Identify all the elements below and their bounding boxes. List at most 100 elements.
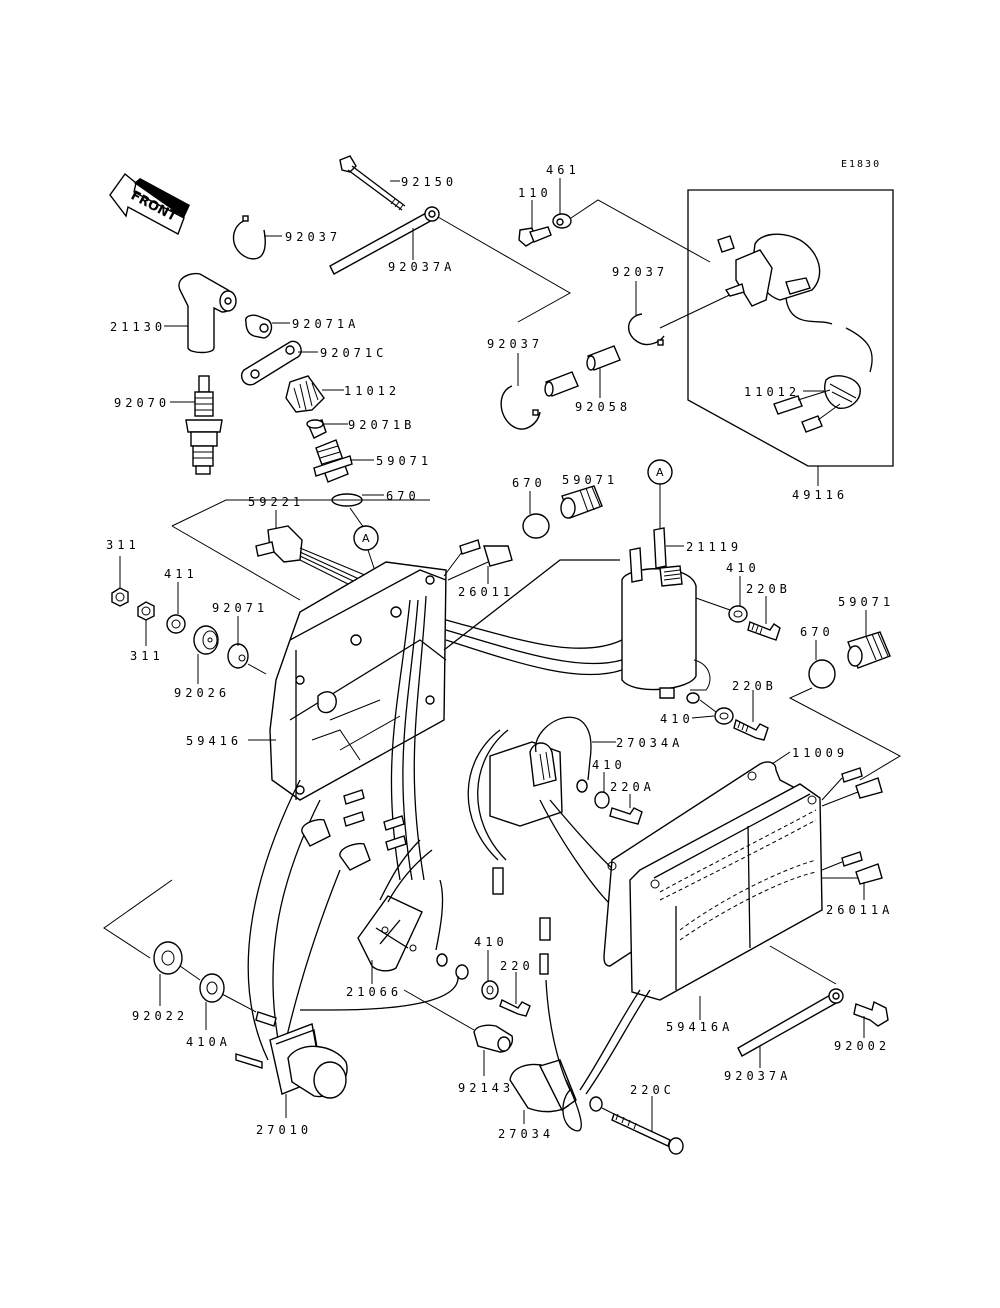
washer-410A[interactable] <box>199 973 225 1003</box>
label-410-d: 410 <box>474 935 508 949</box>
label-92071C: 92071C <box>320 346 387 360</box>
label-220C: 220C <box>630 1083 675 1097</box>
front-arrow-icon: FRONT <box>109 172 190 235</box>
label-92143: 92143 <box>458 1081 514 1095</box>
grommet-92026[interactable] <box>193 625 219 655</box>
label-59071-c: 59071 <box>838 595 894 609</box>
diagram-code: E1830 <box>841 159 881 170</box>
label-410A: 410A <box>186 1035 231 1049</box>
cover-59416A[interactable] <box>629 783 823 1001</box>
fitting-59071-b[interactable] <box>560 485 603 519</box>
bolt-220[interactable] <box>499 999 531 1017</box>
terminal-26011A[interactable] <box>821 767 883 885</box>
connector-59221[interactable] <box>255 525 373 593</box>
clamp-92037[interactable] <box>232 215 266 260</box>
label-220: 220 <box>500 959 534 973</box>
svg-text:A: A <box>362 532 370 545</box>
ignition-coil-21119[interactable] <box>621 527 711 704</box>
spark-plug-92070[interactable] <box>185 375 223 475</box>
tie-band-92037A-b[interactable] <box>737 988 844 1057</box>
bolt-220B-a[interactable] <box>747 621 781 641</box>
label-92037-c: 92037 <box>612 265 668 279</box>
label-110: 110 <box>518 186 552 200</box>
bolt-92150[interactable] <box>339 155 406 211</box>
label-11009: 11009 <box>792 746 848 760</box>
label-311-a: 311 <box>106 538 140 552</box>
bolt-92002[interactable] <box>853 1000 889 1027</box>
label-92070: 92070 <box>114 396 170 410</box>
label-92071B: 92071B <box>348 418 415 432</box>
washer-410-a[interactable] <box>728 605 748 623</box>
grommet-92071[interactable] <box>227 643 267 675</box>
sleeve-92143[interactable] <box>473 1024 514 1053</box>
label-59416A: 59416A <box>666 1020 733 1034</box>
label-92037-a: 92037 <box>285 230 341 244</box>
fuel-pump-assembly-49116[interactable] <box>687 189 894 467</box>
label-92002: 92002 <box>834 1039 890 1053</box>
terminal-26011[interactable] <box>443 539 513 581</box>
label-21119: 21119 <box>686 540 742 554</box>
callout-a-right: A <box>647 459 673 530</box>
washer-92022[interactable] <box>153 941 183 975</box>
label-92022: 92022 <box>132 1009 188 1023</box>
plug-cap-21130[interactable] <box>178 272 237 354</box>
label-11012-a: 11012 <box>344 384 400 398</box>
label-220B-a: 220B <box>746 582 791 596</box>
label-92150: 92150 <box>401 175 457 189</box>
svg-text:A: A <box>656 466 664 479</box>
grommet-92071B[interactable] <box>306 419 327 439</box>
label-27010: 27010 <box>256 1123 312 1137</box>
bullet-connectors <box>301 789 551 975</box>
label-92026: 92026 <box>174 686 230 700</box>
nut-11012[interactable] <box>285 375 325 413</box>
clamp-92037-c[interactable] <box>628 313 665 346</box>
plate-92071C[interactable] <box>240 340 302 386</box>
clamp-92037-b[interactable] <box>500 385 541 430</box>
label-59071-a: 59071 <box>376 454 432 468</box>
label-461: 461 <box>546 163 580 177</box>
washer-461[interactable] <box>552 213 572 229</box>
bolt-220C[interactable] <box>601 1107 684 1155</box>
label-92037A-b: 92037A <box>724 1069 791 1083</box>
label-92037-b: 92037 <box>487 337 543 351</box>
starter-relay-27010[interactable] <box>235 1011 348 1099</box>
label-92071: 92071 <box>212 601 268 615</box>
label-59416: 59416 <box>186 734 242 748</box>
rectifier-21066[interactable] <box>300 839 469 1011</box>
label-21066: 21066 <box>346 985 402 999</box>
label-27034: 27034 <box>498 1127 554 1141</box>
label-49116: 49116 <box>792 488 848 502</box>
label-311-b: 311 <box>130 649 164 663</box>
bolt-220B-b[interactable] <box>733 718 769 741</box>
label-59071-b: 59071 <box>562 473 618 487</box>
bolt-110[interactable] <box>518 226 552 247</box>
label-670-c: 670 <box>800 625 834 639</box>
nut-311-b[interactable] <box>137 601 155 621</box>
washer-410-d[interactable] <box>481 980 499 1000</box>
o-ring-670-b[interactable] <box>522 513 550 539</box>
relay-27034[interactable] <box>509 979 651 1132</box>
washer-410-c[interactable] <box>594 791 610 809</box>
label-21130: 21130 <box>110 320 166 334</box>
bolt-220A[interactable] <box>609 807 643 825</box>
fitting-59071-c[interactable] <box>847 631 891 669</box>
washer-411[interactable] <box>166 614 186 634</box>
callout-a-left: A <box>349 507 379 581</box>
electrical-box-59416[interactable] <box>269 561 447 801</box>
label-670-b: 670 <box>512 476 546 490</box>
nut-311-a[interactable] <box>111 587 129 607</box>
label-11012-b: 11012 <box>744 385 800 399</box>
label-670-a: 670 <box>386 489 420 503</box>
fitting-59071-a[interactable] <box>313 439 353 483</box>
grommet-92071A[interactable] <box>245 314 273 339</box>
module-27034A[interactable] <box>489 716 592 827</box>
label-411: 411 <box>164 567 198 581</box>
washer-410-b[interactable] <box>714 707 734 725</box>
label-92037A-a: 92037A <box>388 260 455 274</box>
label-220A: 220A <box>610 780 655 794</box>
tie-band-92037A[interactable] <box>329 206 440 275</box>
sleeve-92058[interactable] <box>544 345 621 397</box>
label-59221: 59221 <box>248 495 304 509</box>
o-ring-670-c[interactable] <box>808 659 836 689</box>
